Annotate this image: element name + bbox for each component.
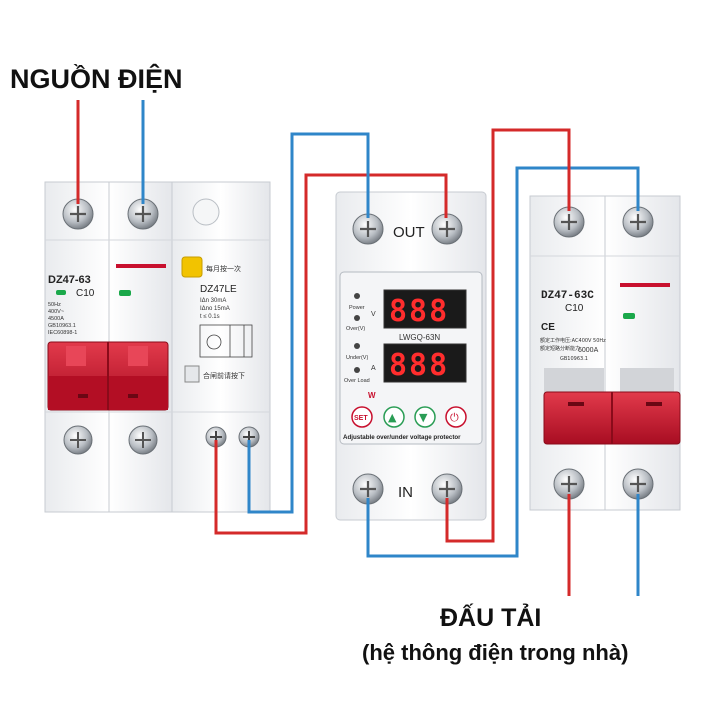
up-arrow-icon: ▲ bbox=[388, 411, 397, 424]
load-subtitle: (hệ thông điện trong nhà) bbox=[362, 640, 629, 665]
source-label: NGUỒN ĐIỆN bbox=[10, 64, 183, 94]
rcd-window bbox=[192, 198, 220, 226]
voltage-display bbox=[383, 289, 467, 329]
current-display-value: 888 bbox=[389, 348, 449, 383]
rcd-specs: IΔn 30mA IΔno 15mA t ≤ 0.1s bbox=[200, 298, 230, 320]
left-breaker-specs: 50Hz 400V~ 4500A GB10963.1 IEC60898-1 bbox=[48, 302, 77, 336]
protector-in-label: IN bbox=[398, 484, 413, 501]
protector-indicators: Power Over(V) Under(V) Over Load bbox=[344, 293, 370, 384]
rcd-schematic bbox=[199, 324, 253, 358]
power-button[interactable]: ⏻ bbox=[445, 406, 467, 428]
up-button[interactable]: ▲ bbox=[383, 406, 405, 428]
svg-text:IΔno 15mA: IΔno 15mA bbox=[200, 306, 230, 312]
protector-brand: W bbox=[368, 391, 376, 400]
left-breaker-indicator bbox=[119, 290, 131, 296]
right-breaker: DZ47-63C C10 CE 6000A 额定工作电压:AC400V 50Hz… bbox=[529, 195, 681, 511]
rcd-model: DZ47LE bbox=[200, 284, 237, 295]
right-breaker-red-mark bbox=[620, 283, 670, 287]
set-button[interactable]: SET bbox=[351, 406, 373, 428]
protector-out-label: OUT bbox=[393, 224, 425, 241]
rcd-out-phase-screw bbox=[205, 426, 227, 448]
protector-to-breaker-neutral-wire bbox=[366, 166, 640, 558]
rcd-to-protector-neutral-wire bbox=[247, 132, 370, 514]
right-bottom-neutral-screw bbox=[622, 468, 654, 500]
right-top-phase-screw bbox=[553, 206, 585, 238]
right-top-neutral-screw bbox=[622, 206, 654, 238]
current-display bbox=[383, 343, 467, 383]
svg-text:GB10963.1: GB10963.1 bbox=[560, 356, 588, 362]
protector-to-breaker-phase-wire bbox=[445, 128, 571, 543]
svg-text:SET: SET bbox=[354, 415, 368, 422]
rcd-test-label: 每月按一次 bbox=[206, 264, 241, 273]
rcd-to-protector-phase-wire bbox=[214, 173, 448, 535]
right-breaker-handle[interactable] bbox=[543, 368, 681, 445]
current-unit: A bbox=[371, 365, 376, 372]
svg-text:t ≤ 0.1s: t ≤ 0.1s bbox=[200, 314, 220, 320]
left-bottom-screw-1 bbox=[63, 425, 93, 455]
svg-text:GB10963.1: GB10963.1 bbox=[48, 323, 76, 329]
left-bottom-screw-2 bbox=[128, 425, 158, 455]
down-arrow-icon: ▼ bbox=[419, 411, 428, 424]
indicator-over-load: Over Load bbox=[344, 378, 370, 384]
rcd-reset-indicator bbox=[184, 365, 200, 383]
protector-in-phase-screw bbox=[352, 473, 384, 505]
right-breaker-rating: C10 bbox=[565, 303, 584, 314]
svg-text:400V~: 400V~ bbox=[48, 309, 64, 315]
right-bottom-phase-screw bbox=[553, 468, 585, 500]
svg-text:额定短路分断能力: 额定短路分断能力 bbox=[540, 345, 580, 352]
svg-text:额定工作电压:AC400V 50Hz: 额定工作电压:AC400V 50Hz bbox=[540, 337, 606, 344]
load-title: ĐẤU TẢI bbox=[440, 604, 542, 632]
right-breaker-model: DZ47-63C bbox=[541, 290, 594, 302]
svg-text:50Hz: 50Hz bbox=[48, 302, 61, 308]
rcd-body bbox=[171, 181, 271, 513]
protector-out-neutral-screw bbox=[431, 213, 463, 245]
right-breaker-specs: 额定工作电压:AC400V 50Hz 额定短路分断能力 GB10963.1 bbox=[540, 337, 606, 362]
svg-text:IΔn 30mA: IΔn 30mA bbox=[200, 298, 226, 304]
left-breaker-rating: C10 bbox=[76, 288, 95, 299]
svg-text:IEC60898-1: IEC60898-1 bbox=[48, 330, 77, 336]
indicator-under-v: Under(V) bbox=[346, 355, 368, 361]
rcd-test-button[interactable] bbox=[181, 256, 203, 278]
right-breaker-breaking: 6000A bbox=[578, 347, 599, 354]
svg-text:4500A: 4500A bbox=[48, 316, 64, 322]
voltage-display-value: 888 bbox=[389, 294, 449, 329]
voltage-unit: V bbox=[371, 311, 376, 318]
right-breaker-ce: CE bbox=[541, 322, 555, 333]
left-breaker: DZ47-63 C10 50Hz 400V~ 4500A GB10963.1 I… bbox=[44, 181, 271, 513]
left-breaker-red-mark bbox=[116, 264, 166, 268]
voltage-protector: OUT Power Over(V) Under(V) Over Load 888… bbox=[335, 191, 487, 521]
indicator-over-v: Over(V) bbox=[346, 326, 365, 332]
protector-out-phase-screw bbox=[352, 213, 384, 245]
rcd-reset-label: 合闸前请按下 bbox=[203, 371, 245, 380]
down-button[interactable]: ▼ bbox=[414, 406, 436, 428]
left-breaker-handle[interactable] bbox=[47, 341, 169, 411]
left-breaker-model: DZ47-63 bbox=[48, 274, 91, 286]
protector-model: LWGQ-63N bbox=[399, 333, 440, 342]
right-breaker-indicator bbox=[623, 313, 635, 319]
indicator-power: Power bbox=[349, 305, 365, 311]
power-icon: ⏻ bbox=[450, 411, 459, 424]
left-breaker-green-dot bbox=[56, 290, 66, 295]
protector-caption: Adjustable over/under voltage protector bbox=[343, 434, 461, 441]
